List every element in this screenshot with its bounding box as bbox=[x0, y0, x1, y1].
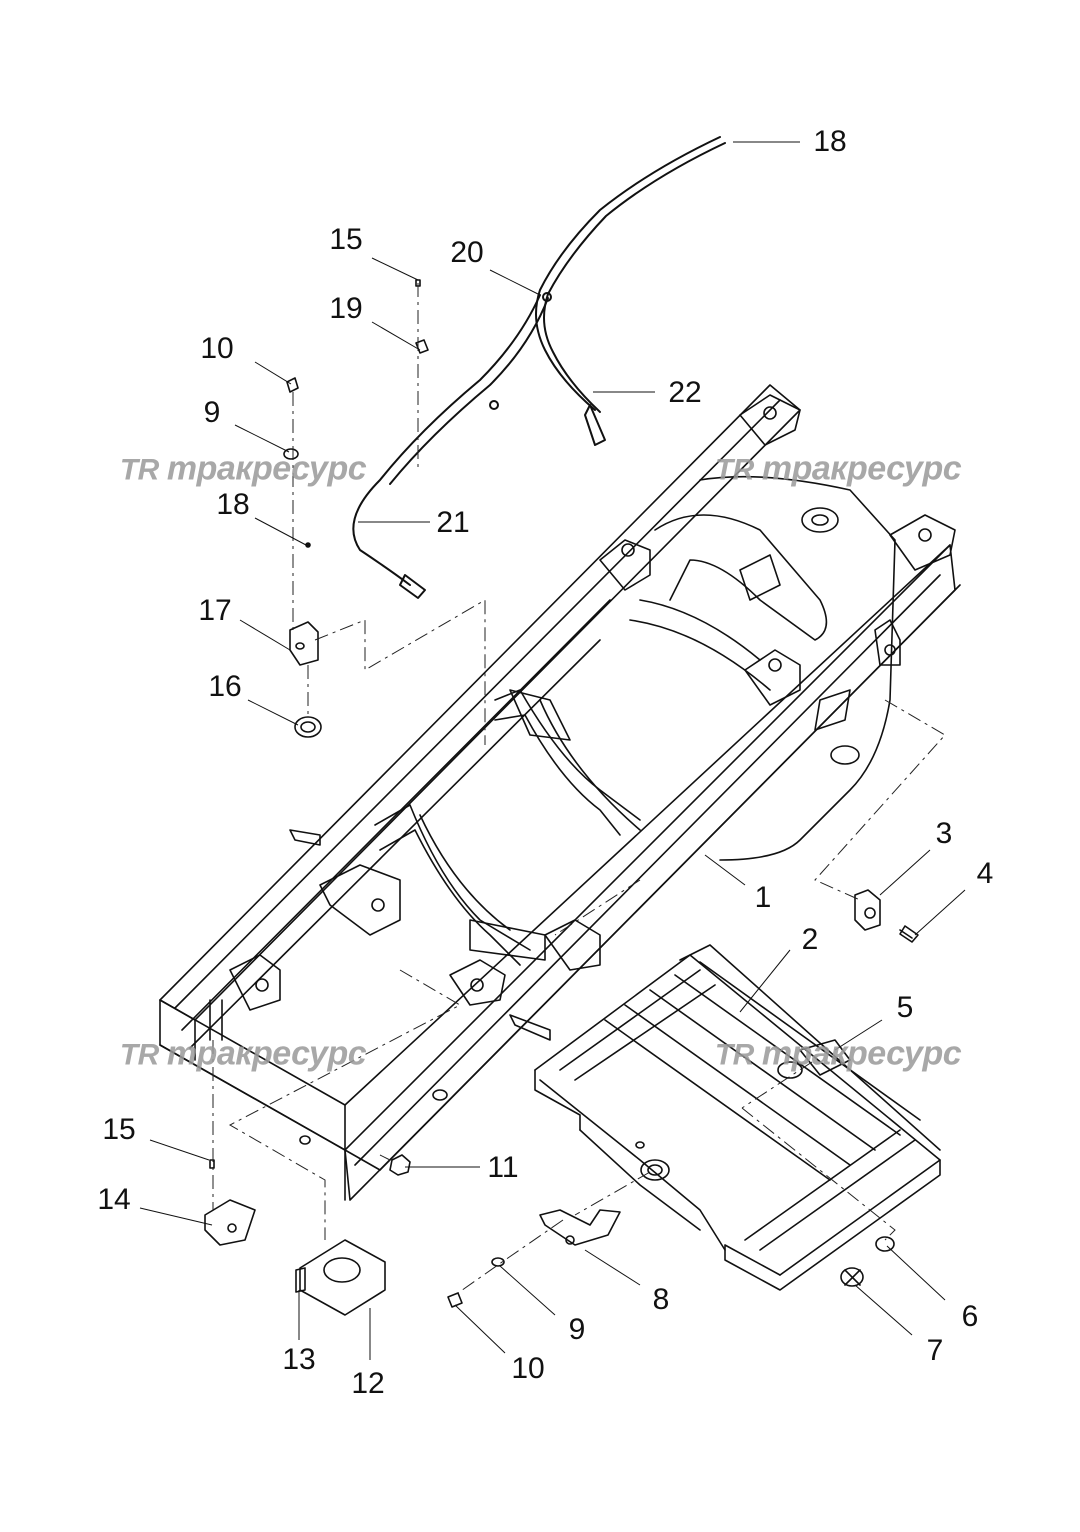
watermark-text: тракресурс bbox=[761, 1034, 962, 1073]
callout-22-hose: 22 bbox=[668, 376, 702, 409]
hoses bbox=[352, 136, 726, 599]
callout-15-screw-upper: 15 bbox=[329, 223, 363, 256]
watermark-text: тракресурс bbox=[761, 449, 962, 488]
callout-12-plate: 12 bbox=[351, 1367, 385, 1400]
nipple-18-lower bbox=[305, 542, 311, 548]
callout-11-nut: 11 bbox=[487, 1151, 519, 1184]
callout-20-hose: 20 bbox=[450, 236, 484, 269]
watermark-text: тракресурс bbox=[166, 1034, 367, 1073]
bracket-14 bbox=[204, 1199, 256, 1246]
callout-18-hose-nipple: 18 bbox=[813, 125, 847, 158]
callout-10-bolt-lower: 10 bbox=[511, 1352, 545, 1385]
callout-5-pivot: 5 bbox=[896, 991, 914, 1024]
assembly-axes bbox=[212, 283, 946, 1294]
callout-1-frame: 1 bbox=[754, 881, 772, 914]
screw-13 bbox=[295, 1267, 306, 1293]
nut-11 bbox=[389, 1154, 411, 1176]
callout-14-bracket: 14 bbox=[97, 1183, 131, 1216]
watermark-logo: TR bbox=[119, 1038, 160, 1072]
callout-3-bracket: 3 bbox=[935, 817, 953, 850]
leader-lines bbox=[139, 141, 966, 1360]
callout-2-platform: 2 bbox=[801, 923, 819, 956]
callout-9-washer-lower: 9 bbox=[568, 1313, 586, 1346]
watermark-logo: TR bbox=[119, 453, 160, 487]
callout-10-bolt-upper: 10 bbox=[200, 332, 234, 365]
callout-15-screw-lower: 15 bbox=[102, 1113, 136, 1146]
callout-13-screw: 13 bbox=[282, 1343, 316, 1376]
watermark-logo: TR bbox=[714, 453, 755, 487]
bracket-3 bbox=[854, 889, 881, 931]
cover-7 bbox=[840, 1267, 864, 1287]
platform-frame bbox=[534, 944, 941, 1291]
bushing-17 bbox=[289, 621, 319, 666]
washer-9-upper bbox=[283, 448, 299, 460]
callout-17-bushing: 17 bbox=[198, 594, 232, 627]
callout-21-hose: 21 bbox=[436, 506, 470, 539]
plate-12 bbox=[299, 1239, 386, 1316]
callout-16-ring: 16 bbox=[208, 670, 242, 703]
callout-19-clip: 19 bbox=[329, 292, 363, 325]
screw-15-upper bbox=[415, 279, 421, 287]
washer-6 bbox=[875, 1236, 895, 1252]
callout-9-washer-upper: 9 bbox=[203, 396, 221, 429]
bolt-10-upper bbox=[286, 377, 299, 393]
callout-18-nipple-lower: 18 bbox=[216, 488, 250, 521]
bolt-4 bbox=[899, 925, 919, 943]
bolt-10-lower bbox=[447, 1292, 463, 1308]
pin-8 bbox=[539, 1209, 621, 1246]
main-frame bbox=[159, 384, 961, 1201]
callout-8-pin: 8 bbox=[652, 1283, 670, 1316]
callout-4-bolt: 4 bbox=[976, 857, 994, 890]
watermark-logo: TR bbox=[714, 1038, 755, 1072]
callout-6-washer: 6 bbox=[961, 1300, 979, 1333]
callout-7-cover: 7 bbox=[926, 1334, 944, 1367]
watermark-text: тракресурс bbox=[166, 449, 367, 488]
washer-9-lower bbox=[491, 1257, 505, 1267]
ring-16 bbox=[294, 716, 322, 738]
